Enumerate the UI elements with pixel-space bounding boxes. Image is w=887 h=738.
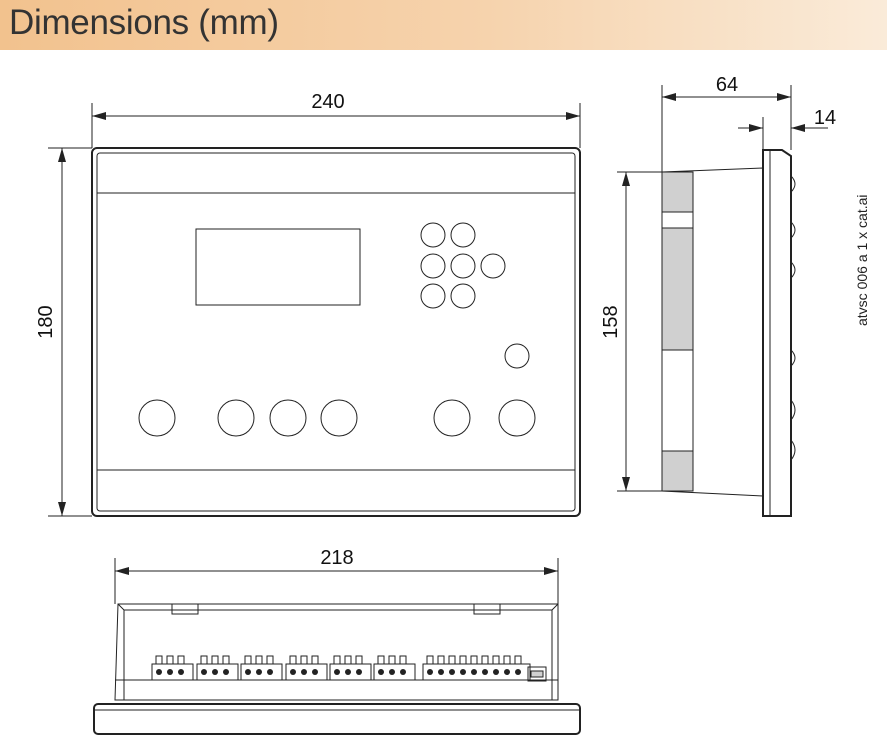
usb-port (527, 666, 547, 682)
keypad-cluster (420, 222, 530, 369)
bottom-view: 218 (93, 547, 581, 735)
side-view: 64 14 158 (600, 74, 836, 517)
terminal-connectors (151, 655, 531, 681)
side-height-label: 158 (600, 305, 622, 338)
lcd-display (195, 228, 361, 306)
file-reference: atvsc 006 a 1 x cat.ai (854, 194, 870, 326)
side-depth-label: 64 (716, 74, 738, 96)
side-flange-label: 14 (814, 107, 836, 129)
front-view: 240 180 (35, 91, 581, 517)
front-knobs (138, 399, 536, 437)
front-height-label: 180 (35, 305, 57, 338)
bottom-width-label: 218 (320, 547, 353, 569)
front-panel-outline (91, 147, 581, 517)
page-title: Dimensions (mm) (9, 3, 279, 42)
section-header: Dimensions (mm) (0, 0, 887, 50)
front-width-label: 240 (311, 91, 344, 113)
